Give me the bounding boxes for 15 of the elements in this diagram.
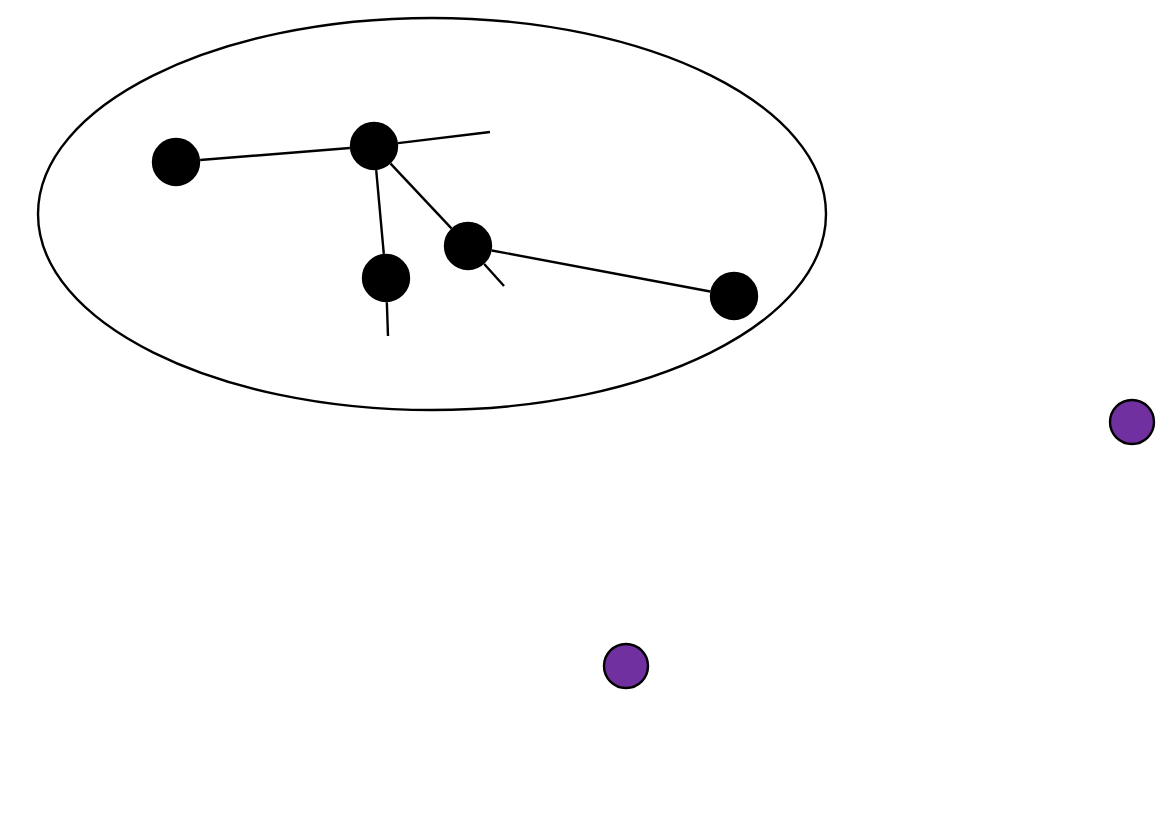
ellipse-outline <box>36 16 828 412</box>
line <box>389 162 453 230</box>
line <box>483 263 505 287</box>
line <box>200 146 350 162</box>
line <box>385 302 390 337</box>
dot <box>349 121 399 171</box>
dot <box>709 271 759 321</box>
line <box>397 130 491 145</box>
line <box>375 170 385 254</box>
dot <box>1108 398 1156 446</box>
dot <box>361 253 411 303</box>
dot <box>151 137 201 187</box>
line <box>491 249 711 293</box>
dot <box>602 642 650 690</box>
dot <box>443 221 493 271</box>
